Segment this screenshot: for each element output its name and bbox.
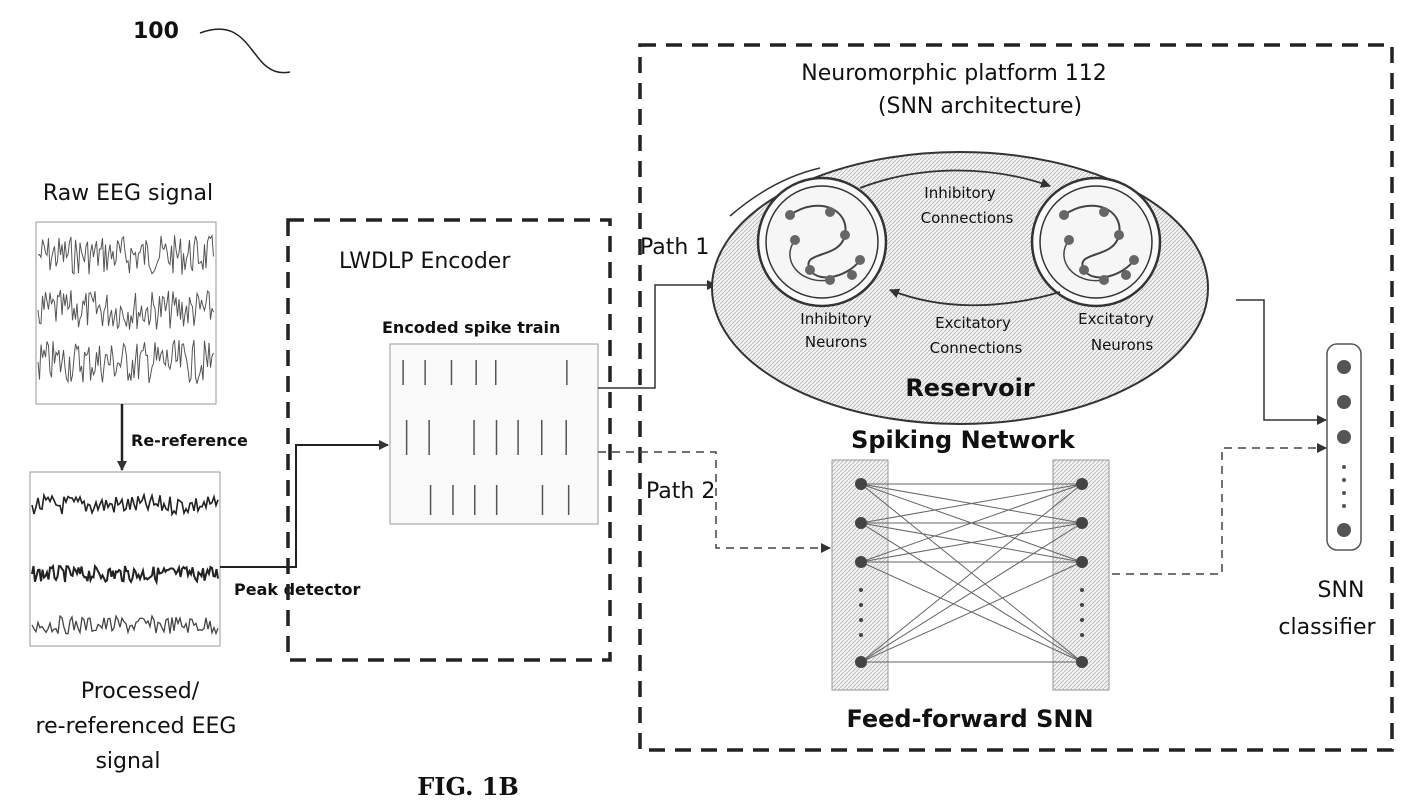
snn-connection-line (860, 483, 1083, 524)
snn-right-layer (1052, 459, 1110, 691)
excitatory-neurons-line1: Excitatory (1078, 310, 1154, 328)
path2-arrow (598, 451, 831, 553)
platform-title-line2: (SNN architecture) (878, 94, 1082, 119)
snn-connections (860, 483, 1083, 663)
figure-caption: FIG. 1B (417, 772, 519, 801)
reservoir-entry-arc (729, 167, 821, 217)
encoder-box (286, 218, 612, 662)
path1-label: Path 1 (640, 235, 709, 260)
platform-title-line1: Neuromorphic platform 112 (801, 61, 1106, 86)
snn-to-classifier-arrow (1112, 443, 1327, 575)
snn-connection-line (860, 561, 1083, 663)
processed-title-line3: signal (95, 749, 160, 774)
figure-number: 100 (133, 19, 179, 44)
snn-connection-line (860, 483, 1083, 663)
inhibitory-neurons-line2: Neurons (805, 333, 867, 351)
rereference-label: Re-reference (131, 431, 248, 450)
inhibitory-neuron-cluster (756, 176, 888, 308)
encoder-title: LWDLP Encoder (339, 249, 511, 274)
inhibitory-neurons-line1: Inhibitory (800, 310, 872, 328)
excitatory-connection-arc (889, 288, 1061, 307)
excitatory-neurons-line2: Neurons (1091, 336, 1153, 354)
spiking-network-title: Spiking Network (851, 426, 1076, 454)
processed-eeg-plot (29, 471, 221, 647)
raw-eeg-title: Raw EEG signal (43, 181, 213, 206)
classifier-label-line2: classifier (1278, 615, 1376, 640)
spike-train-plot (389, 343, 599, 525)
excitatory-neuron-cluster (1030, 176, 1162, 308)
inhibitory-connection-arc (859, 169, 1051, 189)
processed-title-line2: re-referenced EEG (36, 714, 237, 739)
snn-left-layer (831, 459, 889, 691)
peak-detector-arrow (220, 440, 389, 568)
snn-connection-line (860, 522, 1083, 663)
snn-right-neurons (1076, 478, 1088, 668)
snn-connection-line (860, 483, 1083, 563)
peak-detector-label: Peak detector (234, 580, 361, 599)
path1-arrow (598, 280, 717, 389)
feedforward-snn-title: Feed-forward SNN (846, 705, 1093, 733)
path2-label: Path 2 (646, 479, 715, 504)
inhibitory-connections-line2: Connections (921, 209, 1014, 227)
snn-classifier (1326, 343, 1362, 551)
raw-eeg-plot (35, 221, 217, 405)
spike-train-label: Encoded spike train (382, 318, 560, 337)
excitatory-connections-line1: Excitatory (935, 314, 1011, 332)
platform-box (638, 43, 1394, 752)
snn-left-neurons (855, 478, 867, 668)
figure-number-leader (199, 28, 291, 74)
processed-title-line1: Processed/ (81, 679, 200, 704)
snn-connection-line (860, 522, 1083, 563)
classifier-label-line1: SNN (1318, 578, 1365, 603)
reservoir-to-classifier-arrow (1236, 299, 1327, 425)
excitatory-connections-line2: Connections (930, 339, 1023, 357)
inhibitory-connections-line1: Inhibitory (924, 184, 996, 202)
reservoir-title: Reservoir (905, 374, 1035, 402)
